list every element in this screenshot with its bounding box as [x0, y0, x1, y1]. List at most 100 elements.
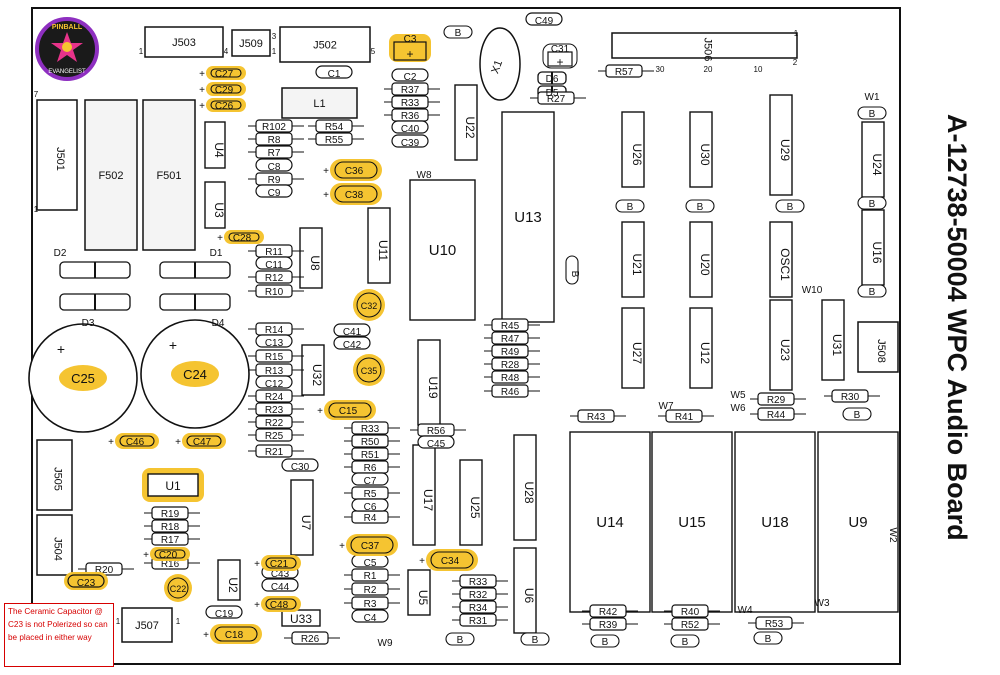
resistor-r34-43 [459, 600, 497, 614]
chip-u15 [651, 431, 733, 613]
chip-label-u7: U7 [299, 515, 313, 531]
part-label-x1: X1 [489, 59, 505, 76]
capacitor-c21-label: C21 [270, 559, 289, 570]
chip-label-u27: U27 [630, 342, 644, 364]
chip-label-u25: U25 [468, 496, 482, 518]
pin-label-9: 30 [656, 65, 665, 74]
bypass-cap-label-3: B [787, 202, 794, 213]
pin-label-11: 10 [754, 65, 763, 74]
resistor-r57-46 [605, 64, 643, 78]
chip-u21 [621, 221, 645, 298]
capacitor-c27-plus: + [199, 69, 205, 80]
capacitor-label-c49: C49 [535, 16, 554, 27]
pin-label-0: 1 [139, 47, 144, 56]
chip-label-u4: U4 [212, 142, 226, 158]
resistor-label-r12-10: R12 [265, 273, 284, 284]
chip-u4 [204, 121, 226, 169]
chip-label-u13: U13 [514, 209, 542, 226]
capacitor-label-c43: C43 [271, 569, 290, 580]
capacitor-label-c30: C30 [291, 462, 310, 473]
chip-label-u3: U3 [212, 202, 226, 218]
part-l1 [281, 87, 358, 119]
resistor-label-r28-22: R28 [501, 360, 520, 371]
connector-j506 [611, 32, 798, 59]
capacitor-label-c7: C7 [364, 476, 377, 487]
resistor-r27-47 [537, 91, 575, 105]
capacitor-c37 [346, 534, 398, 556]
capacitor-label-c19: C19 [215, 609, 234, 620]
capacitor-c44 [261, 578, 299, 592]
resistor-r10-11 [255, 284, 293, 298]
bypass-cap-12 [670, 634, 700, 648]
chip-label-u28: U28 [522, 481, 536, 503]
logo-line2: EVANGELIST [48, 69, 86, 75]
capacitor-c48-plus: + [254, 600, 260, 611]
resistor-r32-42 [459, 587, 497, 601]
resistor-label-r19-33: R19 [161, 509, 180, 520]
resistor-label-r6-29: R6 [364, 463, 377, 474]
chip-u8 [299, 227, 323, 289]
capacitor-label-c5: C5 [364, 558, 377, 569]
chip-label-u16: U16 [870, 241, 884, 263]
chip-u27 [621, 307, 645, 389]
capacitor-c27-label: C27 [215, 69, 234, 80]
bypass-cap-3 [775, 199, 805, 213]
chip-label-u23: U23 [778, 339, 792, 361]
capacitor-c38-label: C38 [345, 190, 364, 201]
part-f502 [84, 99, 138, 251]
pin-label-5: 7 [34, 90, 39, 99]
resistor-label-r56-32: R56 [427, 426, 446, 437]
pin-label-10: 20 [704, 65, 713, 74]
capacitor-c45 [417, 435, 455, 449]
capacitor-c22-ring [167, 577, 189, 599]
resistor-label-r10-11: R10 [265, 287, 284, 298]
connector-j509 [231, 29, 271, 57]
resistor-label-r47-20: R47 [501, 334, 520, 345]
resistor-label-r55-5: R55 [325, 135, 344, 146]
resistor-label-r48-23: R48 [501, 373, 520, 384]
chip-u14 [569, 431, 651, 613]
capacitor-c34-label: C34 [441, 556, 460, 567]
jumper-w9: W9 [378, 638, 393, 649]
resistor-r22-17 [255, 415, 293, 429]
connector-j507 [121, 607, 173, 643]
resistor-r43-48 [577, 409, 615, 423]
jumper-w8: W8 [417, 170, 432, 181]
resistor-r26-45 [291, 631, 329, 645]
capacitor-c4 [351, 609, 389, 623]
resistor-r30-52 [831, 389, 869, 403]
connector-label-j502: J502 [313, 40, 337, 52]
resistor-r31-44 [459, 613, 497, 627]
resistor-r49-21 [491, 344, 529, 358]
capacitor-label-c12: C12 [265, 379, 284, 390]
jumper-w10: W10 [802, 285, 823, 296]
resistor-r54-4 [315, 119, 353, 133]
capacitor-c24-label: C24 [183, 367, 207, 382]
resistor-r40-55 [671, 604, 709, 618]
resistor-label-r15-13: R15 [265, 352, 284, 363]
chip-label-u8: U8 [308, 255, 322, 271]
capacitor-label-c23: C23 [77, 578, 96, 589]
capacitor-c42 [333, 336, 371, 350]
capacitor-c11 [255, 256, 293, 270]
resistor-label-r43-48: R43 [587, 412, 606, 423]
resistor-label-r31-44: R31 [469, 616, 488, 627]
capacitor-c47-body [186, 435, 222, 447]
chip-label-u22: U22 [463, 116, 477, 138]
capacitor-c46-label: C46 [126, 437, 145, 448]
jumper-w5: W5 [731, 390, 746, 401]
jumper-w7: W7 [659, 401, 674, 412]
capacitor-c41 [333, 323, 371, 337]
pin-label-2: 3 [272, 32, 277, 41]
capacitor-c29-plus: + [199, 85, 205, 96]
chip-label-u32: U32 [310, 364, 324, 386]
diode-label-d3: D3 [82, 318, 95, 329]
bypass-cap-2 [685, 199, 715, 213]
capacitor-c49 [525, 12, 563, 26]
pin-label-1: 4 [224, 47, 229, 56]
bypass-cap-label-12: B [682, 637, 689, 648]
resistor-label-r11-9: R11 [265, 247, 283, 258]
bypass-cap-6 [857, 284, 887, 298]
capacitor-c28-body [228, 232, 260, 242]
diode-label-d6: D6 [546, 74, 559, 85]
